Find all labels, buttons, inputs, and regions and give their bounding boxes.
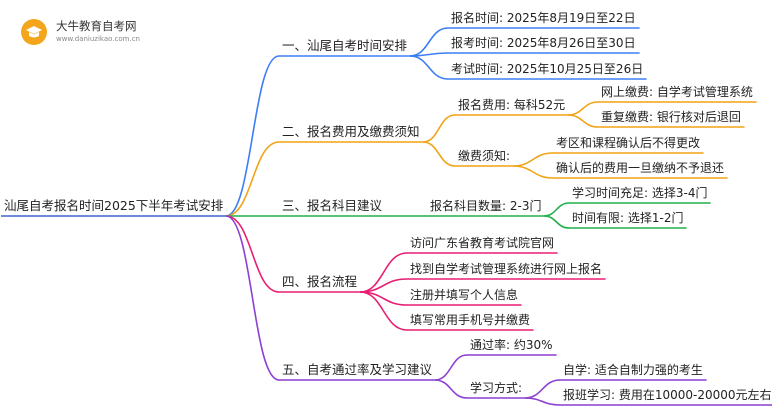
leaf-limited-time: 时间有限: 选择1-2门 <box>572 211 684 225</box>
brand-url: www.daniuzikao.com.cn <box>56 35 140 43</box>
link-n-b4-1-0 <box>524 379 561 399</box>
leaf-visit-website: 访问广东省教育考试院官网 <box>410 236 555 250</box>
leaf-self-study: 自学: 适合自制力强的考生 <box>563 363 703 377</box>
link-n-b2-0-1 <box>543 215 570 229</box>
link-n-b1-0-1 <box>567 114 599 128</box>
link-n-b1-0 <box>422 114 456 143</box>
link-n-b4-0 <box>434 354 468 381</box>
leaf-plenty-time: 学习时间充足: 选择3-4门 <box>572 186 708 200</box>
leaf-no-refund: 确认后的费用一旦缴纳不予退还 <box>556 161 725 175</box>
link-n-b3-3 <box>359 291 408 331</box>
leaf-class-study: 报班学习: 费用在10000-20000元左右 <box>563 388 772 402</box>
leaf-study-method: 学习方式: <box>470 381 523 395</box>
leaf-phone-payment: 填写常用手机号并缴费 <box>410 313 531 327</box>
link-n-b3 <box>225 215 280 293</box>
link-n-b0 <box>225 55 280 217</box>
link-n-b1-1-0 <box>512 152 554 167</box>
leaf-subject-count: 报名科目数量: 2-3门 <box>430 199 542 213</box>
link-n-b1-1-1 <box>512 165 554 179</box>
link-n-b1-0-0 <box>567 101 599 116</box>
link-n-b1 <box>225 141 280 217</box>
leaf-payment-notice: 缴费须知: <box>458 149 511 163</box>
link-n-b0-2 <box>409 55 449 80</box>
branch-fees: 二、报名费用及缴费须知 <box>282 124 420 139</box>
brand-logo: 大牛教育自考网 www.daniuzikao.com.cn <box>20 12 180 52</box>
link-n-b2-0-0 <box>543 202 570 217</box>
branch-pass-rate: 五、自考通过率及学习建议 <box>282 362 433 377</box>
leaf-register-info: 注册并填写个人信息 <box>410 288 519 302</box>
branch-time-schedule: 一、汕尾自考时间安排 <box>282 38 408 53</box>
link-n-b4-1-1 <box>524 397 561 406</box>
mind-map-links <box>1 27 772 406</box>
leaf-pass-rate: 通过率: 约30% <box>470 338 553 352</box>
graduation-cap-icon <box>21 19 47 45</box>
mind-map: 大牛教育自考网 www.daniuzikao.com.cn 汕尾自考报名时间20… <box>1 11 772 406</box>
leaf-registration-time: 报名时间: 2025年8月19日至22日 <box>451 11 636 25</box>
branch-subjects: 三、报名科目建议 <box>282 198 383 213</box>
leaf-duplicate-payment: 重复缴费: 银行核对后退回 <box>601 110 741 124</box>
leaf-fee-amount: 报名费用: 每科52元 <box>458 98 566 112</box>
root-topic: 汕尾自考报名时间2025下半年考试安排 <box>4 198 224 213</box>
link-n-b0-0 <box>409 27 449 57</box>
link-n-b4-1 <box>434 379 468 399</box>
leaf-online-registration: 找到自学考试管理系统进行网上报名 <box>410 262 603 276</box>
link-n-b1-1 <box>422 141 456 167</box>
branch-process: 四、报名流程 <box>282 274 358 289</box>
link-n-b4 <box>225 215 280 381</box>
brand-name: 大牛教育自考网 <box>56 19 137 33</box>
leaf-no-change: 考区和课程确认后不得更改 <box>556 136 701 150</box>
leaf-exam-registration-time: 报考时间: 2025年8月26日至30日 <box>451 36 636 50</box>
leaf-online-payment: 网上缴费: 自学考试管理系统 <box>601 85 753 99</box>
leaf-exam-time: 考试时间: 2025年10月25日至26日 <box>451 62 644 76</box>
